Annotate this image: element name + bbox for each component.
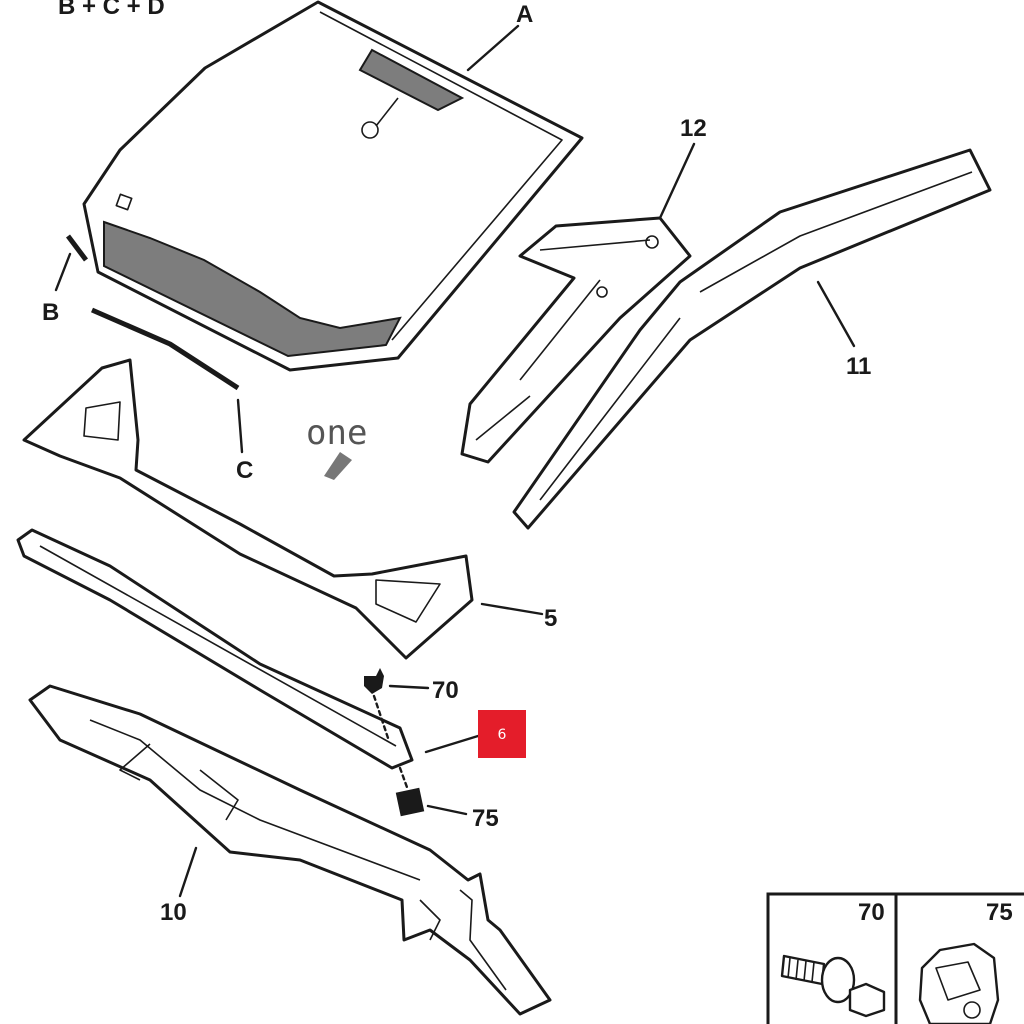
label-a: A: [516, 1, 533, 28]
leader-75: [426, 804, 468, 816]
roof-rail-part-11[interactable]: [512, 148, 992, 530]
label-70: 70: [432, 677, 459, 704]
leader-70: [388, 684, 430, 690]
crossmember-part-10[interactable]: [28, 684, 552, 1016]
screw-70-legend-icon: [780, 954, 886, 1018]
leader-10: [178, 846, 198, 898]
clip-75-legend-icon: [918, 942, 1000, 1024]
watermark-text: one: [306, 413, 367, 453]
leader-5: [480, 602, 544, 616]
pen-icon: [324, 452, 352, 480]
scuttle-panel-part-5[interactable]: [22, 358, 474, 660]
screw-70-marker[interactable]: [364, 668, 384, 694]
leader-a: [466, 24, 520, 72]
label-b: B: [42, 299, 59, 326]
seal-strip-b[interactable]: [66, 234, 88, 262]
label-12: 12: [680, 115, 707, 142]
dash-75: [398, 766, 410, 792]
label-75: 75: [472, 805, 499, 832]
leader-6: [424, 734, 480, 754]
label-10: 10: [160, 899, 187, 926]
windscreen-part-a[interactable]: [82, 0, 584, 372]
leader-b: [54, 252, 72, 292]
label-6: 6: [498, 727, 507, 743]
part-6-hotspot[interactable]: [478, 710, 526, 758]
leader-11: [816, 280, 856, 348]
header-label: B + C + D: [58, 0, 165, 20]
legend-label-70: 70: [858, 899, 885, 926]
dash-70: [372, 694, 390, 740]
leader-12: [658, 142, 696, 220]
leader-c: [236, 398, 244, 454]
seal-strip-c[interactable]: [91, 307, 240, 391]
legend-label-75: 75: [986, 899, 1013, 926]
label-c: C: [236, 457, 253, 484]
clip-75-marker[interactable]: [395, 787, 425, 817]
label-11: 11: [846, 353, 871, 380]
label-5: 5: [544, 605, 557, 632]
pillar-part-12[interactable]: [460, 216, 692, 464]
lower-trim-part-6[interactable]: [16, 528, 414, 770]
